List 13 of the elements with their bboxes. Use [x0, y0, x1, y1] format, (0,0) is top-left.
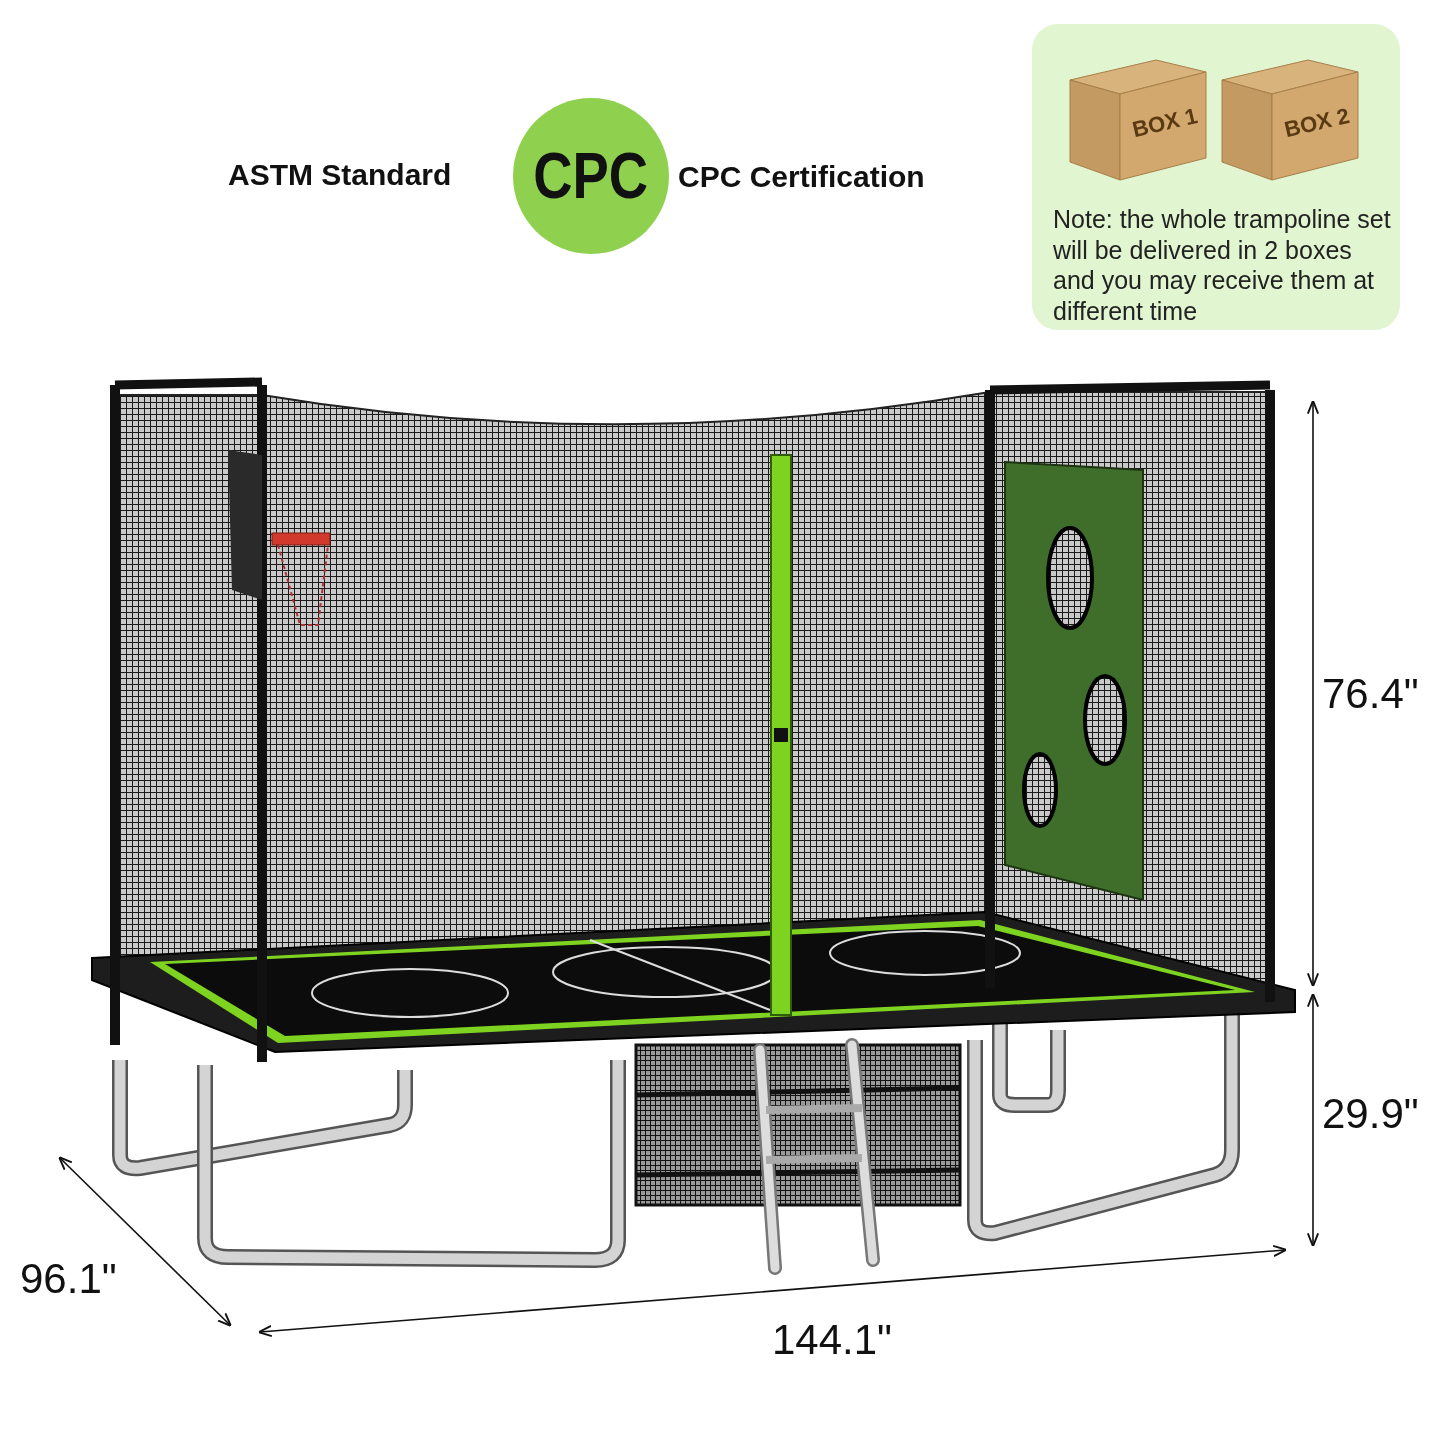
note-panel: [1032, 24, 1400, 330]
note-text: Note: the whole trampoline set will be delivered in 2 boxes and you may receive them at different time: [1053, 204, 1392, 326]
box-label: BOX 2: [1281, 102, 1353, 144]
standard-label: ASTM Standard: [228, 158, 452, 192]
dimension-label: 144.1": [772, 1316, 892, 1364]
dimension-label: 96.1": [20, 1255, 117, 1303]
dimension-label: 76.4": [1322, 670, 1419, 718]
box-label: BOX 1: [1129, 102, 1201, 144]
cardboard-box: [1068, 58, 1208, 182]
dimension-label: 29.9": [1322, 1090, 1419, 1138]
badge-text: CPC: [533, 139, 649, 213]
cardboard-box: [1220, 58, 1360, 182]
certification-label: CPC Certification: [678, 160, 925, 194]
